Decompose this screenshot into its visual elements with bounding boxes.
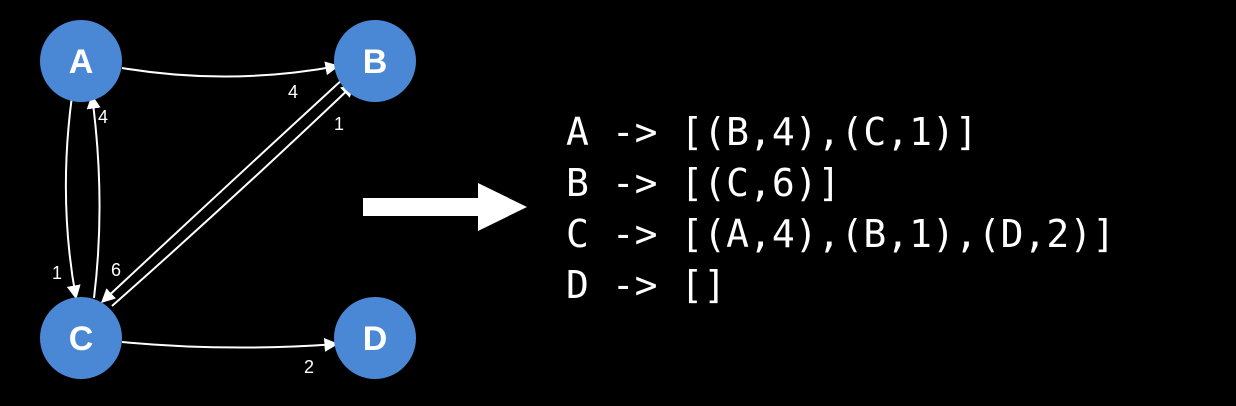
graph-edges <box>64 61 356 352</box>
adjacency-list-line-d: D -> [] <box>566 263 726 307</box>
edge-c-to-d <box>121 337 339 352</box>
right-arrow-icon <box>363 183 527 231</box>
node-c: C <box>40 297 122 379</box>
adjacency-list-line-c: C -> [(A,4),(B,1),(D,2)] <box>566 212 1115 256</box>
weight-c-to-b: 1 <box>334 114 344 134</box>
adjacency-list: A -> [(B,4),(C,1)] B -> [(C,6)] C -> [(A… <box>566 110 1115 307</box>
weight-b-to-c: 6 <box>111 260 121 280</box>
edge-b-to-c <box>100 77 345 303</box>
edge-c-to-b <box>111 83 356 307</box>
node-c-label: C <box>69 320 94 358</box>
node-d-circle <box>334 297 416 379</box>
node-c-circle <box>40 297 122 379</box>
weight-c-to-d: 2 <box>304 357 314 377</box>
weight-c-to-a: 4 <box>98 107 108 127</box>
edge-c-to-a <box>86 94 101 299</box>
node-a: A <box>40 20 122 102</box>
edge-weights: 4 1 6 4 1 2 <box>52 82 344 377</box>
node-b: B <box>334 20 416 102</box>
weight-a-to-b: 4 <box>288 82 298 102</box>
adjacency-list-line-a: A -> [(B,4),(C,1)] <box>566 110 978 154</box>
edge-a-to-b <box>121 61 340 78</box>
weight-a-to-c: 1 <box>52 263 62 283</box>
graph-nodes: A B C D <box>40 20 416 379</box>
adjacency-list-line-b: B -> [(C,6)] <box>566 161 841 205</box>
node-a-label: A <box>69 43 94 81</box>
node-d: D <box>334 297 416 379</box>
edge-a-to-c <box>64 95 81 300</box>
node-a-circle <box>40 20 122 102</box>
node-b-circle <box>334 20 416 102</box>
node-d-label: D <box>363 320 388 358</box>
node-b-label: B <box>363 43 388 81</box>
